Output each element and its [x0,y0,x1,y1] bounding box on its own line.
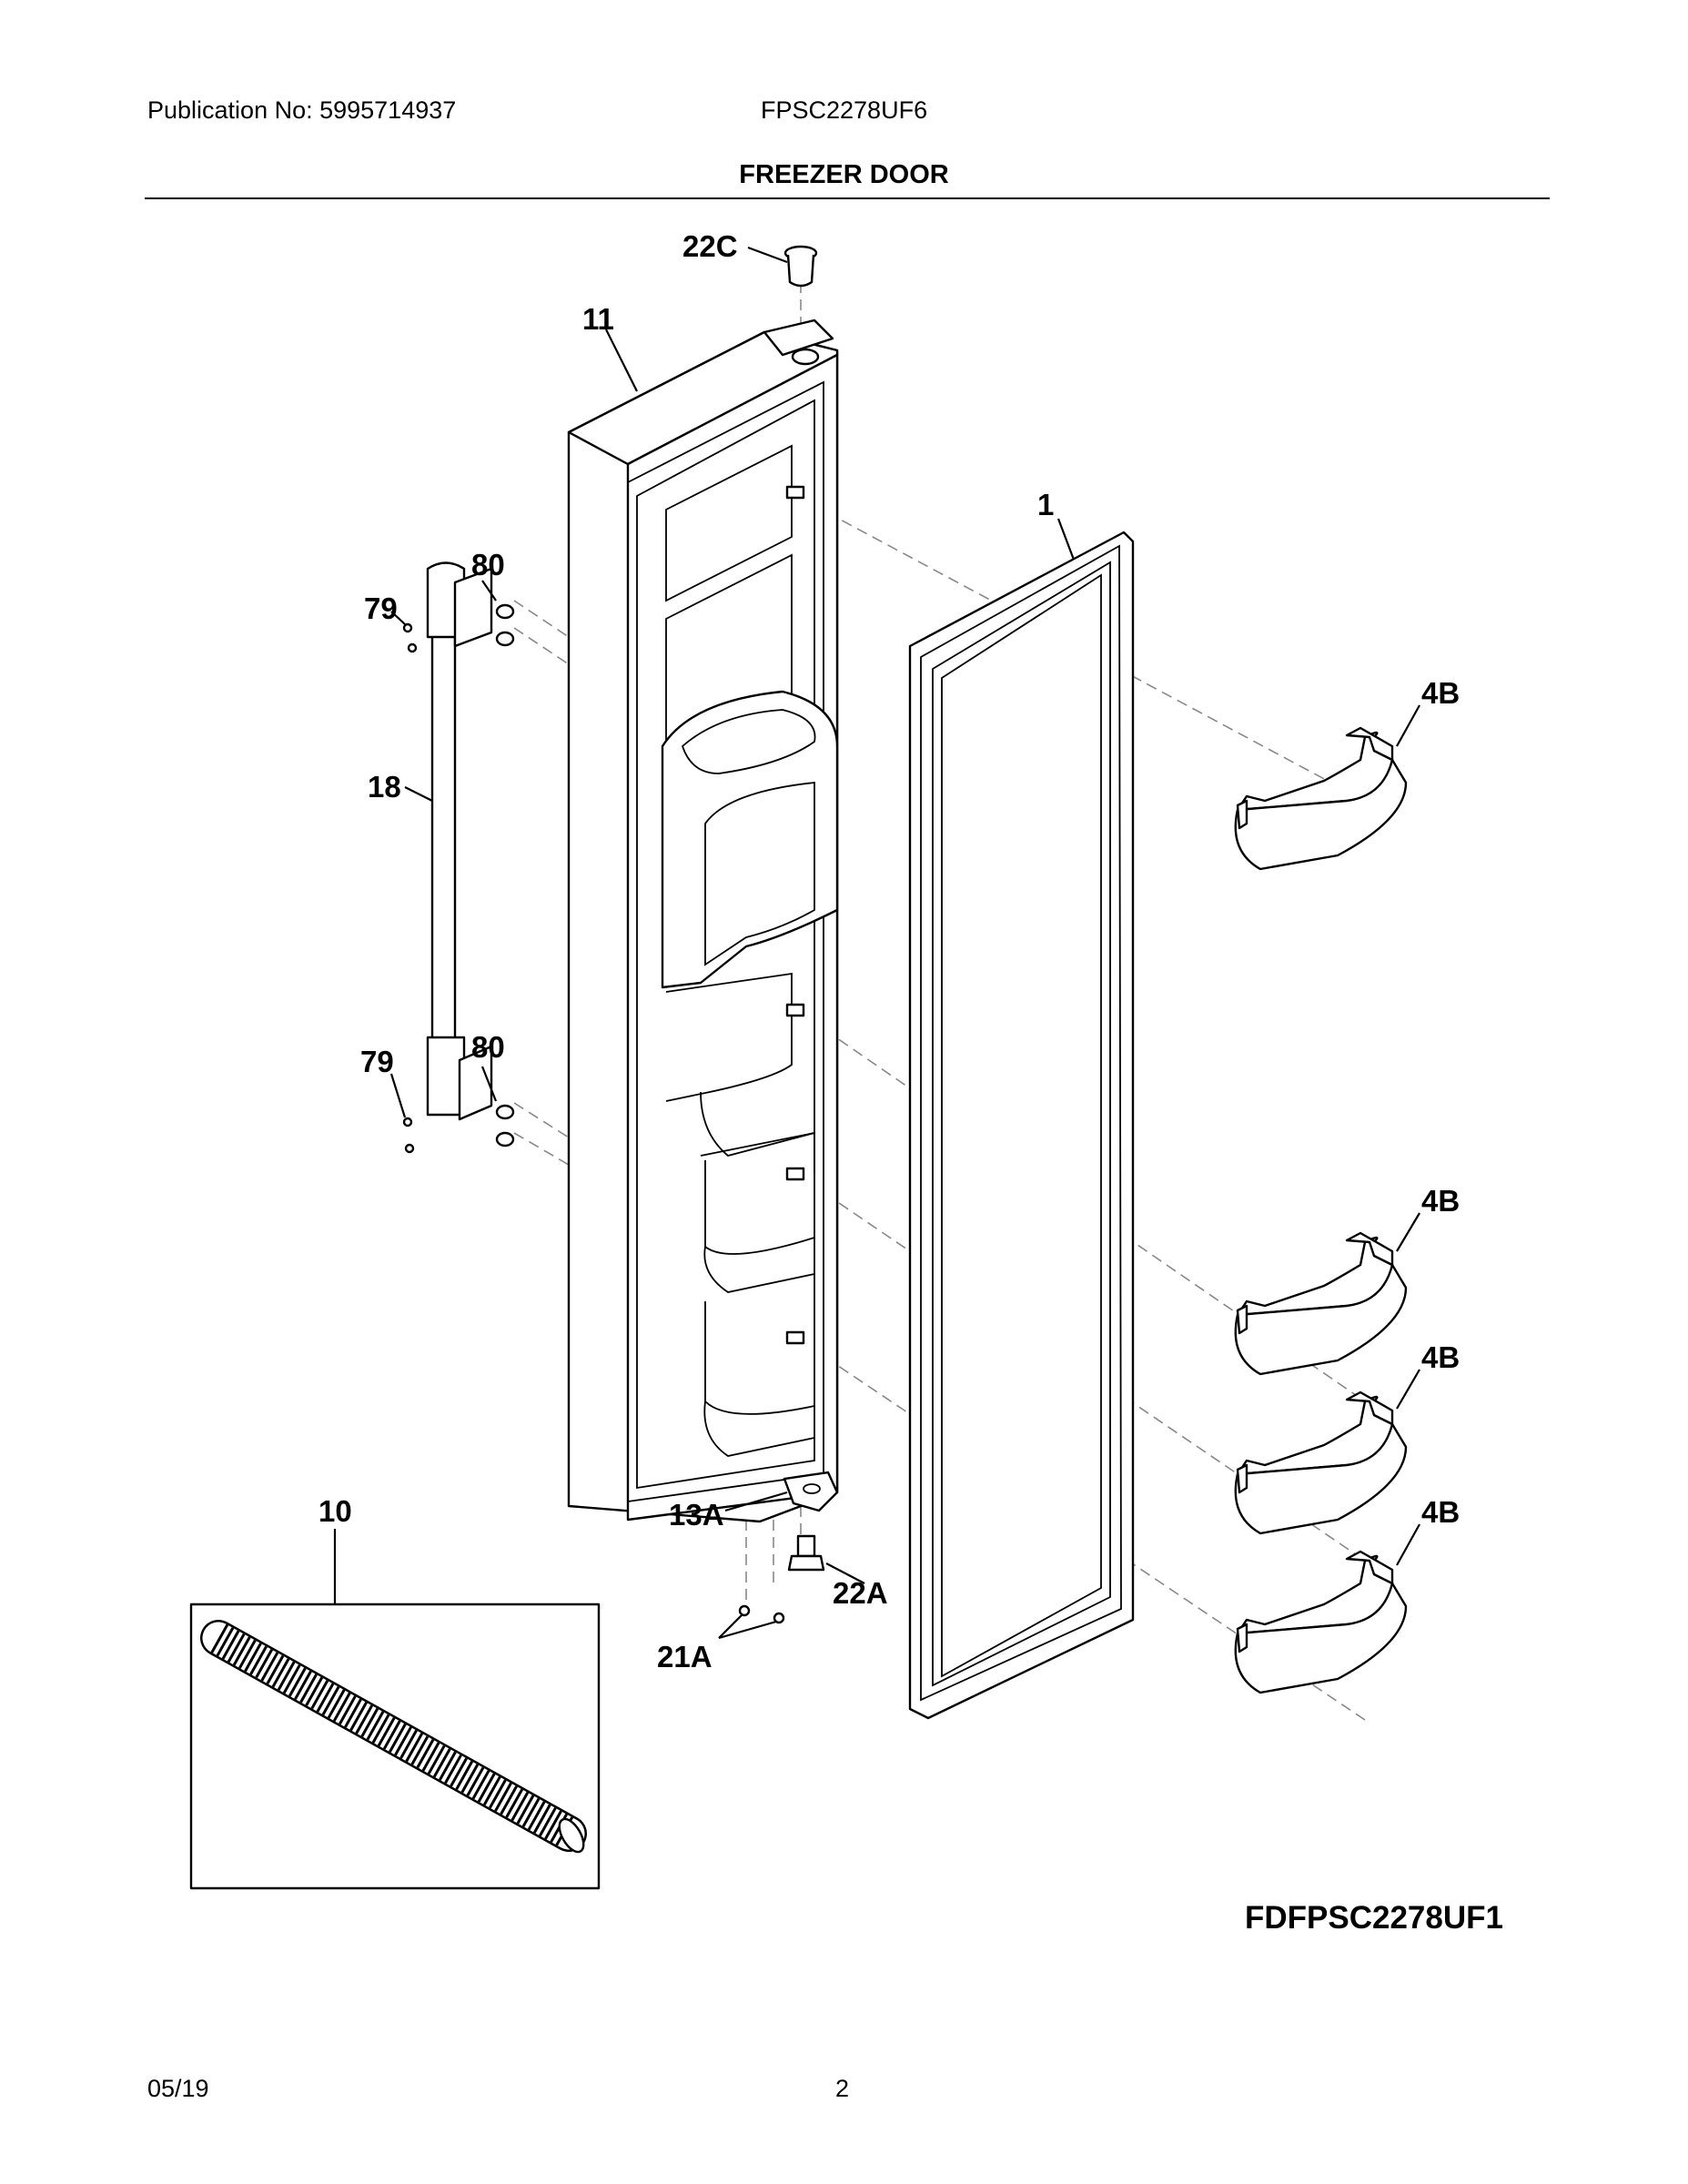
section-title: FREEZER DOOR [739,160,949,189]
hinge-bracket-part-13a [783,1471,839,1512]
callout-80-bottom: 80 [471,1030,505,1064]
page-number: 2 [835,2075,850,2102]
door-gasket-part-1 [908,531,1135,1720]
door-handle-part-18 [426,561,493,1121]
screws-part-79-80 [402,603,515,1154]
bushing-part-22c [783,245,818,288]
callout-18: 18 [368,770,401,804]
tubing-part-10 [189,1603,601,1890]
callout-1: 1 [1037,488,1054,521]
freezer-door-part-11 [567,318,839,1523]
screws-part-21a [738,1604,785,1624]
callout-80-top: 80 [471,548,505,581]
leader-lines [333,246,1420,1640]
callout-11: 11 [582,302,614,336]
callout-4b-2: 4B [1421,1184,1460,1218]
callout-22c: 22C [682,229,738,263]
callout-79-top: 79 [364,592,398,625]
callout-10: 10 [318,1494,352,1528]
door-bins-part-4b [1234,726,1408,1694]
callout-labels: 22C 11 1 80 79 18 4B 79 80 4B 4B 4B 10 1… [318,229,1460,1673]
callout-4b-4: 4B [1421,1495,1460,1529]
publication-date: 05/19 [147,2075,209,2102]
callout-21a: 21A [657,1640,713,1673]
callout-22a: 22A [833,1576,888,1610]
callout-4b-3: 4B [1421,1340,1460,1374]
model-number: FPSC2278UF6 [761,96,928,124]
door-bin [1234,1390,1408,1535]
callout-13a: 13A [669,1498,724,1532]
callout-79-bottom: 79 [360,1045,394,1078]
door-bin [1234,726,1408,871]
publication-number: Publication No: 5995714937 [147,96,457,124]
header-rule [145,197,1550,199]
hinge-pin-part-22a [787,1534,825,1572]
diagram-code: FDFPSC2278UF1 [1245,1900,1503,1936]
door-bin [1234,1231,1408,1376]
callout-4b-1: 4B [1421,676,1460,710]
door-bin [1234,1550,1408,1694]
